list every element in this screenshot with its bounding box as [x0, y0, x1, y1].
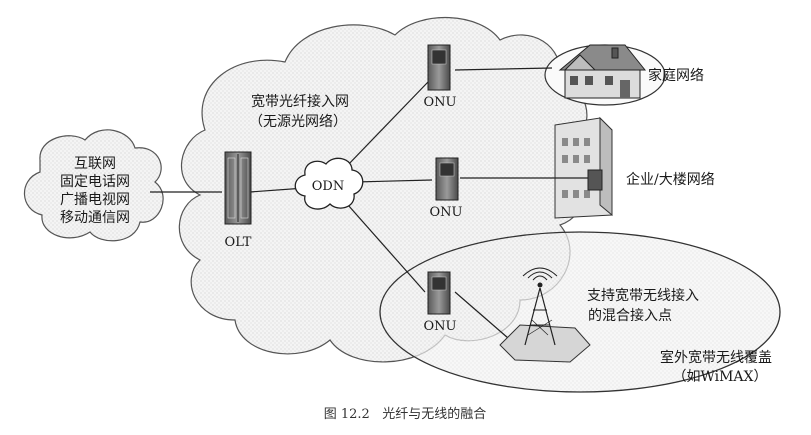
network-internet: 互联网 — [74, 156, 116, 172]
onu-top-label: ONU — [424, 95, 457, 110]
pon-title-line2: （无源光网络） — [249, 114, 347, 130]
odn-label: ODN — [312, 179, 344, 194]
onu-top-icon — [427, 44, 451, 91]
wireless-coverage-ellipse — [379, 231, 781, 393]
building-icon — [554, 116, 613, 219]
hybrid-access-line1: 支持宽带无线接入 — [587, 287, 699, 304]
onu-bottom-icon — [427, 271, 451, 315]
enterprise-network-label: 企业/大楼网络 — [626, 171, 715, 188]
home-network-label: 家庭网络 — [648, 67, 704, 84]
wireless-coverage-line2: （如WiMAX） — [672, 369, 767, 385]
onu-middle-label: ONU — [430, 205, 463, 220]
hybrid-access-line2: 的混合接入点 — [588, 307, 672, 324]
olt-cabinet-icon — [224, 151, 252, 225]
network-phone: 固定电话网 — [60, 174, 130, 190]
pon-title-line1: 宽带光纤接入网 — [251, 93, 349, 110]
olt-label: OLT — [225, 235, 252, 250]
wireless-tower-icon — [499, 267, 591, 363]
onu-bottom-label: ONU — [424, 319, 457, 334]
onu-middle-icon — [435, 157, 459, 201]
network-mobile: 移动通信网 — [60, 210, 130, 226]
networks-cloud — [23, 129, 164, 242]
network-tv: 广播电视网 — [60, 192, 130, 208]
links — [150, 67, 555, 339]
odn-cloud — [294, 157, 364, 210]
wireless-coverage-line1: 室外宽带无线覆盖 — [660, 349, 772, 366]
house-icon — [558, 44, 647, 99]
figure-caption: 图 12.2 光纤与无线的融合 — [324, 406, 486, 422]
